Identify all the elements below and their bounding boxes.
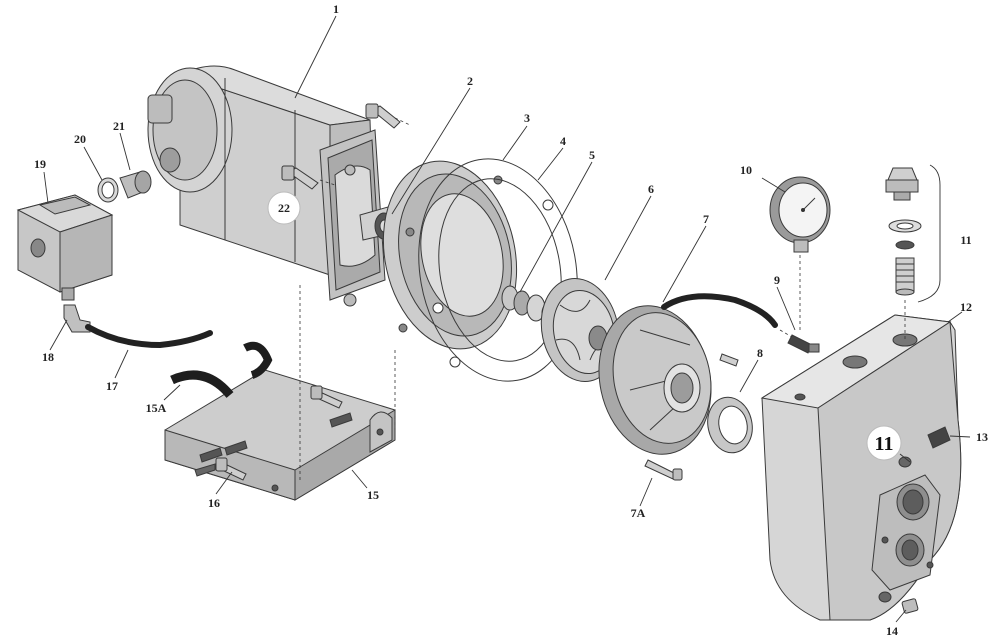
callout-6: 6 [648,182,654,196]
callout-10: 10 [740,163,752,177]
callout-11: 11 [960,233,971,247]
callout-13: 13 [976,430,988,444]
alignment-lines [299,117,906,480]
callout-15a: 15A [146,401,167,415]
callout-8: 8 [757,346,763,360]
gauge-fitting [787,334,820,354]
connector [119,170,152,199]
callout-4: 4 [560,134,566,148]
callout-7a: 7A [631,506,646,520]
plug [927,426,951,449]
pressure-switch [16,194,114,301]
callout-21: 21 [113,119,125,133]
diffuser [598,305,712,455]
callout-12: 12 [960,300,972,314]
callout-22: 22 [278,201,290,215]
callout-17: 17 [106,379,118,393]
bracket-11 [917,164,941,303]
housing-bolt [365,103,401,129]
callout-14: 14 [886,624,898,638]
tubing [85,324,213,349]
callout-19: 19 [34,157,46,171]
impeller [540,278,620,382]
callout-20: 20 [74,132,86,146]
callout-15: 15 [367,488,379,502]
pressure-gauge [769,176,831,253]
callout-18: 18 [42,350,54,364]
leader-lines [43,15,971,623]
callout-7: 7 [703,212,709,226]
pump-body [760,314,962,621]
locknut [97,177,119,203]
seal-plate [382,160,518,350]
base-pad [170,341,273,398]
callout-11-body-badge: 11 [866,425,902,461]
callout-22-badge: 22 [267,191,301,225]
wear-ring [707,396,753,454]
callout-1: 1 [333,2,339,16]
bypass-tube [661,293,778,328]
callout-2: 2 [467,74,473,88]
callout-9: 9 [774,273,780,287]
diffuser-screw [644,353,739,481]
drain-plug [901,598,919,614]
callout-5: 5 [589,148,595,162]
control-valve-assembly [885,167,922,296]
motor-bolt [281,165,319,190]
callout-3: 3 [524,111,530,125]
base-bolt [215,385,343,481]
callout-11-body: 11 [875,433,894,455]
callout-16: 16 [208,496,220,510]
motor [147,65,399,307]
callout-labels: 1 2 3 4 5 6 7 7A 8 9 10 11 12 13 14 15 1… [34,2,988,638]
